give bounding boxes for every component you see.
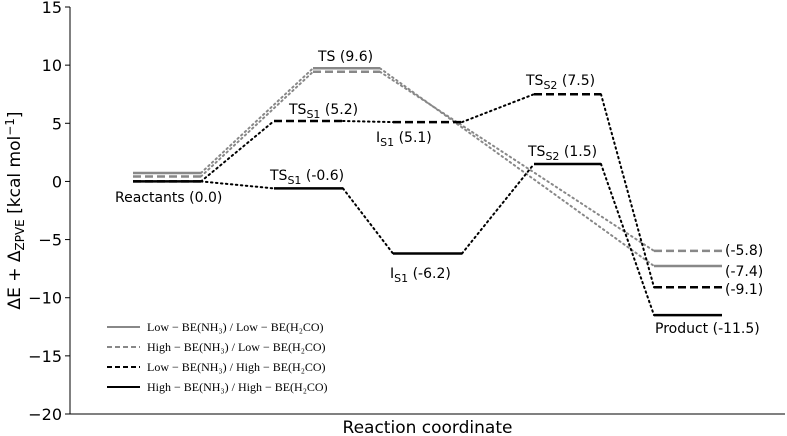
annotation-label: IS1 (5.1) bbox=[376, 130, 432, 149]
y-tick-label: −20 bbox=[28, 405, 62, 424]
connector-lines bbox=[200, 67, 655, 317]
annotation-label: TSS2 (7.5) bbox=[525, 73, 595, 92]
connector-line bbox=[200, 67, 314, 174]
connector-line bbox=[600, 162, 655, 317]
legend-label: Low − BE(NH₃) / High − BE(H₂CO) bbox=[147, 360, 326, 374]
y-tick-label: −10 bbox=[28, 289, 62, 308]
legend-label: High − BE(NH₃) / Low − BE(H₂CO) bbox=[147, 340, 326, 354]
legend-label: Low − BE(NH₃) / Low − BE(H₂CO) bbox=[147, 320, 324, 334]
legend: Low − BE(NH₃) / Low − BE(H₂CO) High − BE(… bbox=[107, 320, 328, 394]
y-axis-label: ΔE + ΔZPVE [kcal mol−1] bbox=[3, 111, 27, 309]
annotation-label: TSS2 (1.5) bbox=[527, 144, 597, 163]
axes: 15 10 5 0 −5 −10 −15 −20 ΔE + ΔZPVE [kcal mol−1]… bbox=[3, 0, 785, 436]
annotation-label: (-7.4) bbox=[725, 264, 763, 280]
annotation-label: Product (-11.5) bbox=[655, 321, 760, 337]
y-tick-label: 10 bbox=[42, 56, 62, 75]
annotation-label: (-5.8) bbox=[725, 243, 763, 259]
connector-line bbox=[342, 187, 394, 255]
annotation-label: Reactants (0.0) bbox=[115, 190, 222, 206]
connector-line bbox=[461, 162, 535, 255]
legend-label: High − BE(NH₃) / High − BE(H₂CO) bbox=[147, 380, 328, 394]
y-tick-label: −5 bbox=[38, 231, 62, 250]
y-tick-label: 5 bbox=[52, 114, 62, 133]
energy-levels bbox=[133, 67, 722, 317]
connector-line bbox=[379, 70, 655, 252]
annotation-label: TS (9.6) bbox=[317, 49, 373, 65]
annotation-label: IS1 (-6.2) bbox=[390, 266, 451, 285]
annotations: TS (9.6) TSS1 (5.2) IS1 (5.1) TSS2 (7.5) TSS… bbox=[115, 49, 763, 337]
annotation-label: TSS1 (-0.6) bbox=[269, 168, 344, 187]
connector-line bbox=[379, 67, 655, 267]
annotation-label: TSS1 (5.2) bbox=[288, 102, 358, 121]
connector-line bbox=[200, 180, 275, 190]
connector-line bbox=[200, 119, 275, 183]
connector-line bbox=[600, 93, 655, 289]
y-tick-label: −15 bbox=[28, 347, 62, 366]
connector-line bbox=[461, 93, 535, 124]
annotation-label: (-9.1) bbox=[725, 282, 763, 298]
connector-line bbox=[342, 119, 394, 124]
y-tick-label: 15 bbox=[42, 0, 62, 17]
y-tick-label: 0 bbox=[52, 172, 62, 191]
connector-line bbox=[200, 70, 314, 178]
x-axis-label: Reaction coordinate bbox=[343, 418, 513, 436]
